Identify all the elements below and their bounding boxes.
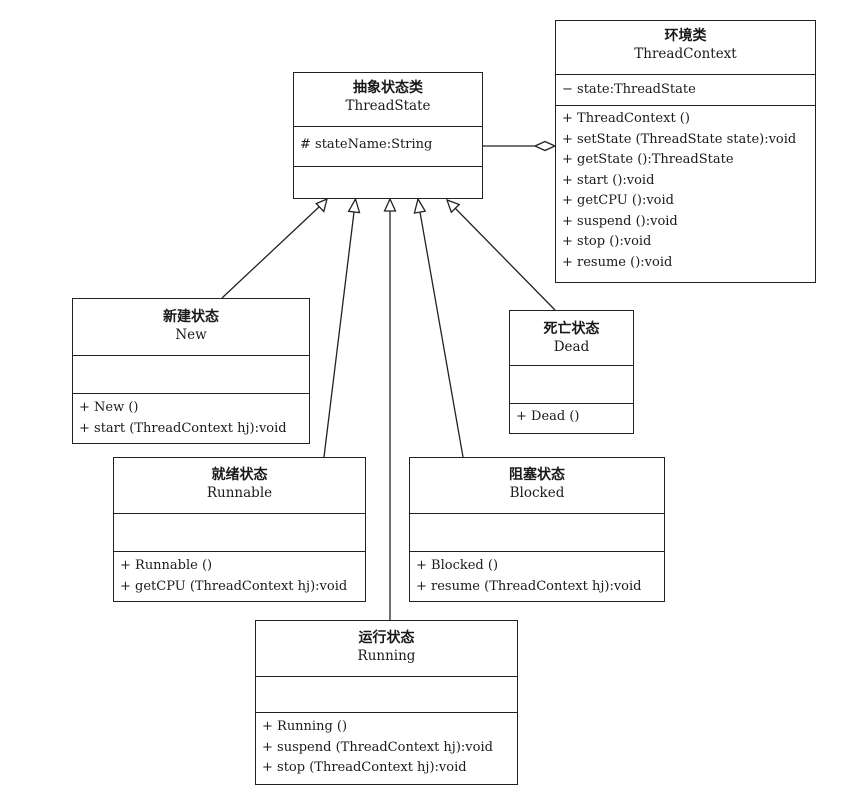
class-name-en: New: [175, 327, 207, 343]
class-header: 新建状态 New: [73, 299, 309, 356]
class-name-en: Dead: [553, 339, 590, 355]
class-header: 环境类 ThreadContext: [556, 21, 815, 75]
operations-section: [294, 167, 482, 197]
operation: + stop ():void: [562, 234, 652, 249]
class-name-cn: 就绪状态: [211, 467, 268, 483]
class-name-cn: 抽象状态类: [353, 80, 423, 96]
operations-section: + ThreadContext () + setState (ThreadSta…: [556, 106, 815, 281]
generalization-blocked: [419, 211, 464, 458]
attribute: # stateName:String: [300, 137, 433, 152]
generalization-dead: [454, 207, 556, 311]
class-name-en: Running: [357, 648, 416, 664]
attributes-section: [114, 514, 365, 552]
operation: + Runnable (): [120, 558, 213, 573]
class-threadcontext: 环境类 ThreadContext − state:ThreadState + …: [555, 20, 816, 283]
attributes-section: [410, 514, 664, 552]
class-header: 运行状态 Running: [256, 621, 517, 677]
operation: + getState ():ThreadState: [562, 152, 734, 167]
class-header: 死亡状态 Dead: [510, 311, 633, 366]
class-name-cn: 新建状态: [163, 309, 219, 325]
class-blocked: 阻塞状态 Blocked + Blocked () + resume (Thre…: [409, 457, 665, 602]
operation: + New (): [79, 400, 139, 415]
operation: + Running (): [262, 719, 348, 734]
class-name-en: Blocked: [509, 485, 565, 501]
generalization-arrowhead-runnable: [347, 197, 361, 214]
class-threadstate: 抽象状态类 ThreadState # stateName:String: [293, 72, 483, 199]
generalization-new: [221, 206, 320, 299]
generalization-arrowhead-dead: [445, 198, 461, 214]
generalization-arrowhead-new: [315, 197, 328, 213]
attributes-section: # stateName:String: [294, 127, 482, 167]
operation: + ThreadContext (): [562, 111, 690, 126]
operation: + resume (ThreadContext hj):void: [416, 578, 642, 594]
operation: + getCPU (ThreadContext hj):void: [120, 578, 348, 594]
class-name-en: ThreadState: [345, 98, 431, 114]
operation: + Blocked (): [416, 558, 499, 573]
generalization-arrowhead-running: [383, 197, 397, 212]
attributes-section: [73, 356, 309, 394]
class-name-cn: 阻塞状态: [509, 467, 565, 483]
operation: + start ():void: [562, 172, 655, 188]
operations-section: + New () + start (ThreadContext hj):void: [73, 394, 309, 442]
operation: + suspend ():void: [562, 213, 678, 229]
operation: + stop (ThreadContext hj):void: [262, 760, 467, 775]
class-name-cn: 环境类: [664, 28, 707, 44]
class-name-cn: 死亡状态: [543, 321, 600, 337]
attributes-section: [256, 677, 517, 713]
class-new: 新建状态 New + New () + start (ThreadContext…: [72, 298, 310, 444]
attributes-section: [510, 366, 633, 404]
class-runnable: 就绪状态 Runnable + Runnable () + getCPU (Th…: [113, 457, 366, 602]
attributes-section: − state:ThreadState: [556, 75, 815, 106]
class-dead: 死亡状态 Dead + Dead (): [509, 310, 634, 434]
class-name-en: Runnable: [206, 485, 273, 501]
class-header: 就绪状态 Runnable: [114, 458, 365, 514]
attribute: − state:ThreadState: [562, 82, 696, 97]
generalization-arrowhead-blocked: [413, 197, 427, 214]
operation: + getCPU ():void: [562, 193, 674, 208]
class-name-cn: 运行状态: [358, 630, 415, 646]
generalization-runnable: [323, 211, 355, 458]
operation: + Dead (): [516, 409, 580, 424]
class-name-en: ThreadContext: [634, 46, 737, 62]
operations-section: + Blocked () + resume (ThreadContext hj)…: [410, 552, 664, 600]
operation: + resume ():void: [562, 254, 673, 270]
operation: + setState (ThreadState state):void: [562, 131, 797, 147]
class-running: 运行状态 Running + Running () + suspend (Thr…: [255, 620, 518, 785]
operation: + suspend (ThreadContext hj):void: [262, 739, 493, 755]
operations-section: + Dead (): [510, 404, 633, 432]
aggregation-diamond: [533, 140, 557, 152]
operations-section: + Running () + suspend (ThreadContext hj…: [256, 713, 517, 783]
class-header: 抽象状态类 ThreadState: [294, 73, 482, 127]
operation: + start (ThreadContext hj):void: [79, 420, 287, 436]
class-header: 阻塞状态 Blocked: [410, 458, 664, 514]
operations-section: + Runnable () + getCPU (ThreadContext hj…: [114, 552, 365, 600]
